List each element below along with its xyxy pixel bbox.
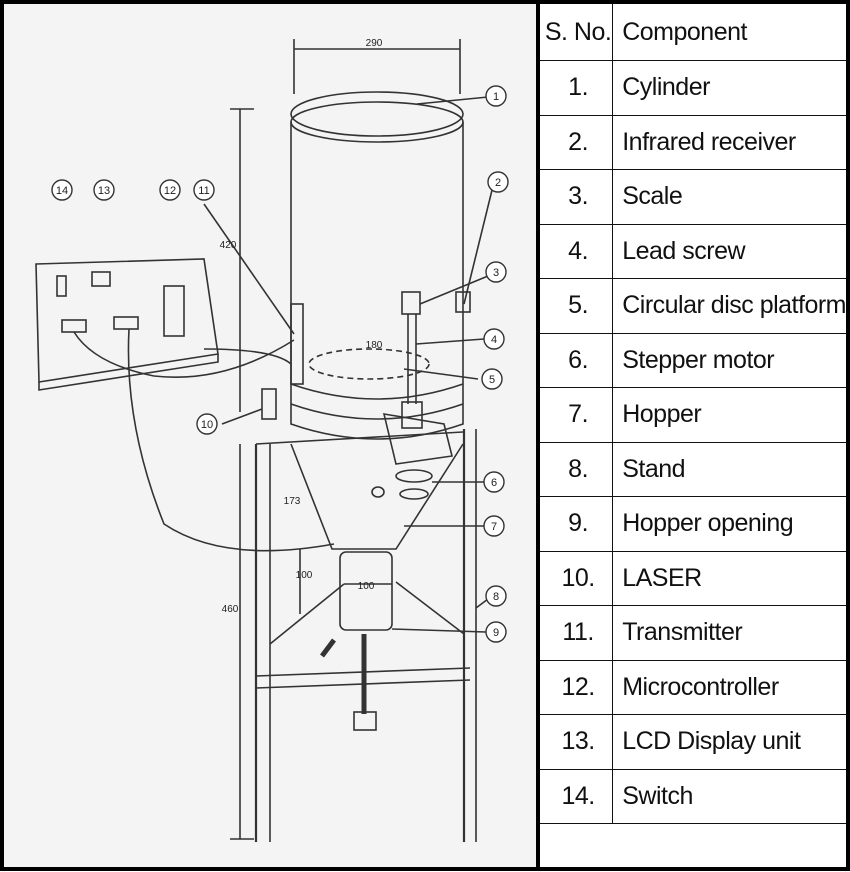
- dim-disc: 180: [366, 340, 383, 351]
- column-divider: [536, 4, 540, 867]
- table-row: 1.Cylinder: [540, 60, 846, 116]
- row-number: 7.: [540, 387, 614, 443]
- row-number: 13.: [540, 714, 614, 770]
- row-component: Infrared receiver: [612, 115, 846, 170]
- table-row: 6.Stepper motor: [540, 333, 846, 388]
- callout-13: 13: [98, 185, 110, 197]
- table-row: 3.Scale: [540, 169, 846, 225]
- callout-1: 1: [493, 91, 499, 103]
- row-component: Cylinder: [612, 60, 846, 116]
- table-header-row: S. No. Component: [540, 4, 846, 61]
- switch: [56, 275, 67, 297]
- row-number: 8.: [540, 442, 614, 497]
- apparatus-svg: 1 2 3 4 5 6 7 8 9 10 11 12 13 14 290 420…: [35, 38, 509, 842]
- row-number: 11.: [540, 605, 614, 661]
- hopper-opening: [339, 551, 393, 631]
- table-row: 5.Circular disc platform: [540, 278, 847, 334]
- row-component: Transmitter: [612, 605, 846, 661]
- table-row: 13.LCD Display unit: [540, 714, 846, 770]
- dim-opening-height: 100: [296, 570, 313, 581]
- row-component: LASER: [612, 551, 846, 606]
- callout-6: 6: [491, 477, 497, 489]
- callout-4: 4: [491, 334, 497, 346]
- dim-hopper-side: 173: [284, 496, 301, 507]
- row-number: 5.: [540, 278, 614, 334]
- row-component: Stand: [612, 442, 846, 497]
- callout-3: 3: [493, 267, 499, 279]
- row-component: Hopper opening: [612, 496, 846, 552]
- dim-opening-width: 100: [358, 581, 375, 592]
- callout-8: 8: [493, 591, 499, 603]
- dim-width-top: 290: [366, 38, 383, 49]
- row-number: 3.: [540, 169, 614, 225]
- callout-10: 10: [201, 419, 213, 431]
- component-table: S. No. Component 1.Cylinder 2.Infrared r…: [540, 4, 847, 867]
- table-row: 14.Switch: [540, 769, 846, 824]
- table-row: 10.LASER: [540, 551, 846, 606]
- dim-height-cylinder: 420: [220, 240, 237, 251]
- row-component: Microcontroller: [612, 660, 846, 715]
- row-component: LCD Display unit: [612, 714, 846, 770]
- table-row: 2.Infrared receiver: [540, 115, 846, 170]
- scale: [290, 303, 304, 385]
- callout-7: 7: [491, 521, 497, 533]
- row-component: Lead screw: [612, 224, 846, 279]
- header-sno: S. No.: [540, 4, 614, 61]
- callout-9: 9: [493, 627, 499, 639]
- row-number: 14.: [540, 769, 614, 824]
- lead-screw-top: [401, 291, 421, 315]
- row-number: 12.: [540, 660, 614, 715]
- apparatus-drawing: 1 2 3 4 5 6 7 8 9 10 11 12 13 14 290 420…: [4, 4, 536, 867]
- row-number: 1.: [540, 60, 614, 116]
- cylinder-lid: [290, 91, 464, 137]
- callout-12: 12: [164, 185, 176, 197]
- stepper-motor: [382, 413, 453, 465]
- row-number: 4.: [540, 224, 614, 279]
- row-component: Hopper: [612, 387, 846, 443]
- table-row: 8.Stand: [540, 442, 846, 497]
- row-number: 9.: [540, 496, 614, 552]
- table-row: 11.Transmitter: [540, 605, 846, 661]
- table-row: 12.Microcontroller: [540, 660, 846, 715]
- row-component: Circular disc platform: [612, 278, 847, 334]
- row-number: 2.: [540, 115, 614, 170]
- microcontroller: [163, 285, 185, 337]
- callout-14: 14: [56, 185, 68, 197]
- header-component: Component: [612, 4, 846, 61]
- row-number: 10.: [540, 551, 614, 606]
- disc-platform: [308, 348, 430, 380]
- row-component: Scale: [612, 169, 846, 225]
- laser: [261, 388, 277, 420]
- infrared-receiver: [455, 291, 471, 313]
- row-component: Switch: [612, 769, 846, 824]
- callout-11: 11: [198, 185, 209, 197]
- hopper: [290, 443, 464, 550]
- callout-2: 2: [495, 177, 501, 189]
- lcd-display: [91, 271, 111, 287]
- dim-height-stand: 460: [222, 604, 239, 615]
- row-number: 6.: [540, 333, 614, 388]
- table-row: 9.Hopper opening: [540, 496, 846, 552]
- row-component: Stepper motor: [612, 333, 846, 388]
- table-row: 7.Hopper: [540, 387, 846, 443]
- table-row: 4.Lead screw: [540, 224, 846, 279]
- callout-5: 5: [489, 374, 495, 386]
